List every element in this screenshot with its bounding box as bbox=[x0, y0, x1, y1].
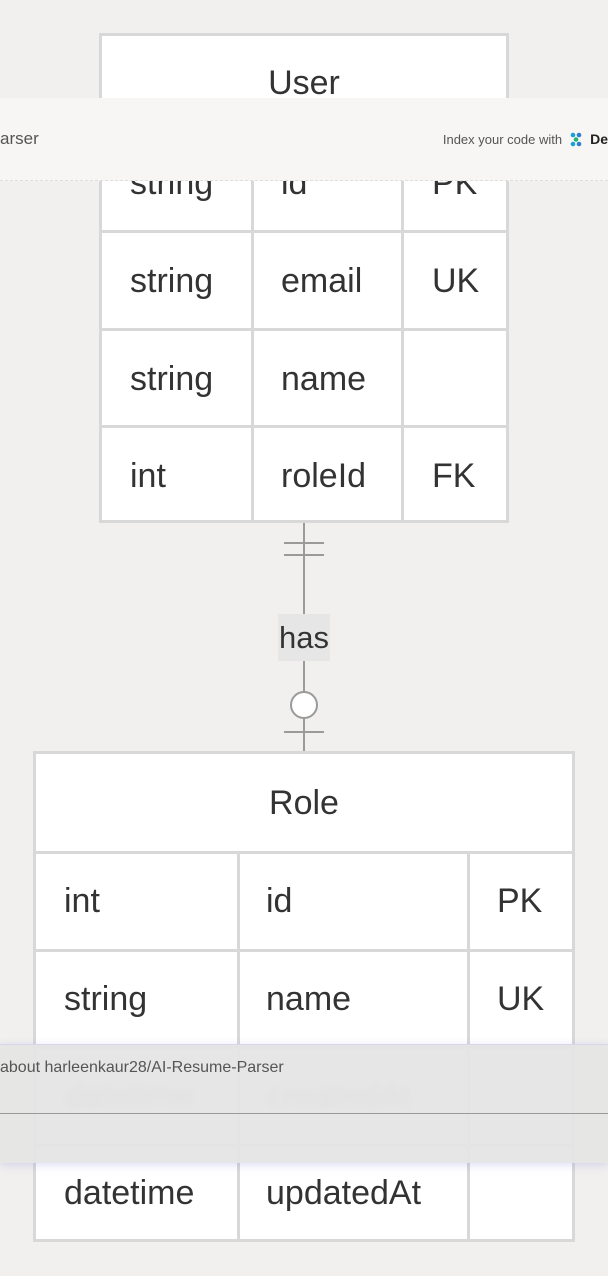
user-row-2-name: email bbox=[281, 262, 363, 300]
index-code-text: Index your code with bbox=[442, 131, 563, 147]
user-row-2-key: UK bbox=[432, 262, 480, 300]
user-row-2-type: string bbox=[130, 262, 214, 300]
repo-name-fragment: arser bbox=[0, 129, 39, 148]
role-row-divider bbox=[36, 949, 572, 952]
role-entity: Role int id PK string name UK datetime c… bbox=[33, 751, 575, 1242]
role-row-2-name: name bbox=[266, 980, 352, 1018]
role-row-2-key: UK bbox=[497, 980, 545, 1018]
user-row-divider bbox=[102, 230, 506, 233]
brand-name: De bbox=[590, 131, 608, 147]
deepwiki-logo-icon bbox=[570, 132, 582, 147]
user-entity-title: User bbox=[268, 64, 340, 102]
user-row-3-type: string bbox=[130, 360, 214, 398]
role-header-divider bbox=[36, 851, 572, 854]
ask-overlay-divider bbox=[0, 1113, 608, 1114]
zero-circle-icon bbox=[290, 691, 318, 719]
user-row-4-key: FK bbox=[432, 457, 476, 495]
ask-placeholder-text: about harleenkaur28/AI-Resume-Parser bbox=[0, 1059, 284, 1076]
user-row-4-name: roleId bbox=[281, 457, 367, 495]
role-row-1-name: id bbox=[266, 882, 293, 920]
index-code-link[interactable]: Index your code with De bbox=[443, 98, 608, 180]
role-row-1-key: PK bbox=[497, 882, 543, 920]
user-row-3-name: name bbox=[281, 360, 367, 398]
user-row-divider bbox=[102, 328, 506, 331]
role-row-4-type: datetime bbox=[64, 1174, 195, 1212]
user-row-divider bbox=[102, 425, 506, 428]
role-row-1-type: int bbox=[64, 882, 100, 920]
relationship-label: has bbox=[278, 614, 330, 661]
user-col-divider bbox=[251, 133, 254, 520]
role-row-4-name: updatedAt bbox=[266, 1174, 422, 1212]
role-entity-title: Role bbox=[269, 784, 339, 822]
user-row-4-type: int bbox=[130, 457, 166, 495]
user-col-divider bbox=[401, 133, 404, 520]
role-row-2-type: string bbox=[64, 980, 148, 1018]
ask-overlay[interactable]: about harleenkaur28/AI-Resume-Parser bbox=[0, 1044, 608, 1163]
top-banner: arser Index your code with De bbox=[0, 98, 608, 181]
